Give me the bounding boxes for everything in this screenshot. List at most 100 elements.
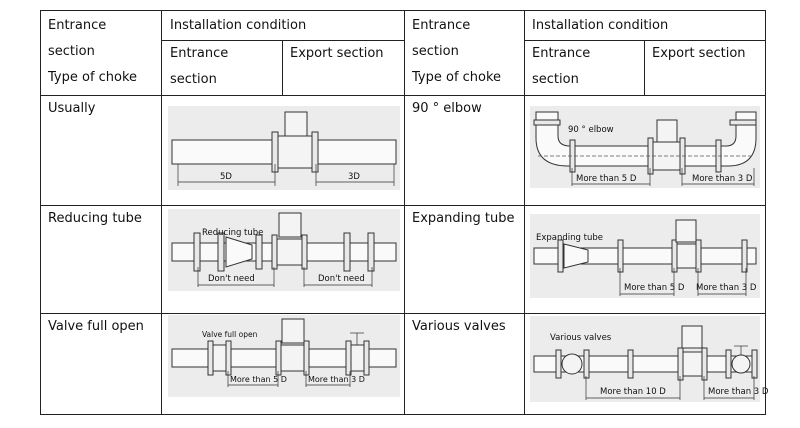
flange — [729, 119, 757, 126]
meter-head — [281, 318, 305, 344]
figure-valve-full-open: Valve full open More than 5 D More than … — [168, 315, 400, 397]
figure-expanding-tube: Expanding tube More than 5 D More than 3… — [530, 214, 760, 298]
meter-body — [276, 238, 303, 266]
col-divider-1 — [161, 10, 162, 415]
header-text-line: Type of choke — [48, 70, 138, 85]
flange — [533, 119, 561, 126]
usually-diagram: 5D 3D — [171, 111, 397, 186]
expanding-caption: Expanding tube — [536, 233, 603, 243]
usually-upstream-label: 5D — [220, 172, 232, 182]
header-split-left — [282, 40, 283, 95]
flange — [751, 349, 758, 379]
flange — [695, 239, 702, 273]
elbow-upstream-label: More than 5 D — [576, 174, 637, 184]
various-downstream-label: More than 3 D — [708, 387, 769, 397]
row-label-valve-full-open: Valve full open — [48, 319, 144, 334]
flange — [207, 340, 214, 376]
reducer — [225, 236, 253, 268]
header-split-right — [644, 40, 645, 95]
flange — [225, 340, 232, 376]
flange — [271, 234, 278, 270]
header-text-line: Entrance — [532, 46, 591, 61]
reducing-upstream-label: Don't need — [208, 274, 255, 284]
figure-various-valves: Various valves More than 10 D More than … — [530, 316, 769, 402]
various-upstream-label: More than 10 D — [600, 387, 666, 397]
header-type-of-choke-left: Entrance section Type of choke — [48, 13, 137, 91]
valve-open-caption: Valve full open — [202, 330, 258, 339]
flange — [367, 232, 375, 272]
header-export-section-right: Export section — [652, 46, 746, 61]
row-label-expanding-tube: Expanding tube — [412, 211, 515, 226]
flange — [303, 340, 310, 376]
header-installation-condition-left: Installation condition — [170, 18, 307, 33]
expanding-downstream-label: More than 3 D — [696, 283, 757, 293]
row-label-usually: Usually — [48, 101, 96, 116]
valve-full-open-diagram: Valve full open More than 5 D More than … — [171, 318, 397, 387]
header-text-line: section — [170, 72, 217, 87]
flange — [343, 232, 351, 272]
header-subdivider-right — [524, 40, 766, 41]
elbow-downstream-label: More than 3 D — [692, 174, 753, 184]
flange — [583, 349, 590, 379]
valve-open-upstream-label: More than 5 D — [230, 375, 287, 384]
expander — [563, 243, 589, 269]
flange — [311, 131, 319, 173]
meter-body — [280, 344, 305, 372]
flange — [741, 239, 748, 273]
header-text-line: section — [48, 44, 95, 59]
reducing-tube-diagram: Reducing tube Don't need Don't need — [171, 212, 397, 287]
row-label-various-valves: Various valves — [412, 319, 506, 334]
flange — [555, 349, 562, 379]
header-entrance-section-left: Entrance section — [170, 41, 228, 93]
reducing-downstream-label: Don't need — [318, 274, 365, 284]
flange — [301, 234, 308, 270]
valve-body — [350, 344, 365, 372]
table-border-right — [765, 10, 766, 415]
header-export-section-left: Export section — [290, 46, 384, 61]
row-divider-3 — [40, 313, 766, 314]
flange — [725, 349, 732, 379]
valve-body — [212, 344, 227, 372]
flange — [275, 340, 282, 376]
elbow-diagram: 90 ° elbow More than 5 D More than 3 D — [533, 111, 757, 186]
header-text-line: Entrance — [48, 18, 107, 33]
col-divider-mid — [404, 10, 405, 415]
meter-body — [277, 135, 313, 169]
header-text-line: Type of choke — [412, 70, 502, 85]
figure-reducing-tube: Reducing tube Don't need Don't need — [168, 209, 400, 291]
valve-body — [731, 354, 751, 374]
meter-body — [682, 351, 703, 377]
elbow-pipe — [535, 111, 757, 167]
meter-head — [681, 325, 703, 349]
installation-table: Entrance section Type of choke Installat… — [40, 10, 769, 415]
header-entrance-section-right: Entrance section — [532, 41, 590, 93]
meter-head — [278, 212, 302, 238]
row-label-reducing-tube: Reducing tube — [48, 211, 142, 226]
flange — [627, 349, 634, 379]
figure-elbow: 90 ° elbow More than 5 D More than 3 D — [530, 106, 760, 188]
meter-head — [284, 111, 308, 137]
flange — [677, 347, 684, 381]
col-divider-3 — [524, 10, 525, 415]
valve-body — [561, 353, 583, 375]
table-border-top — [40, 10, 766, 11]
header-text-line: section — [412, 44, 459, 59]
meter-head — [675, 219, 697, 243]
header-text-line: Entrance — [412, 18, 471, 33]
flange — [363, 340, 370, 376]
table-border-left — [40, 10, 41, 415]
expanding-upstream-label: More than 5 D — [624, 283, 685, 293]
flange — [217, 232, 225, 272]
header-installation-condition-right: Installation condition — [532, 18, 669, 33]
elbow-caption: 90 ° elbow — [568, 125, 614, 135]
header-text-line: section — [532, 72, 579, 87]
flange — [255, 234, 263, 270]
header-type-of-choke-right: Entrance section Type of choke — [412, 13, 501, 91]
flange — [345, 340, 352, 376]
flange — [557, 239, 564, 273]
header-text-line: Entrance — [170, 46, 229, 61]
various-valves-diagram: Various valves More than 10 D More than … — [533, 325, 769, 400]
meter-body — [676, 243, 697, 269]
figure-usually: 5D 3D — [168, 106, 400, 190]
flange — [671, 239, 678, 273]
